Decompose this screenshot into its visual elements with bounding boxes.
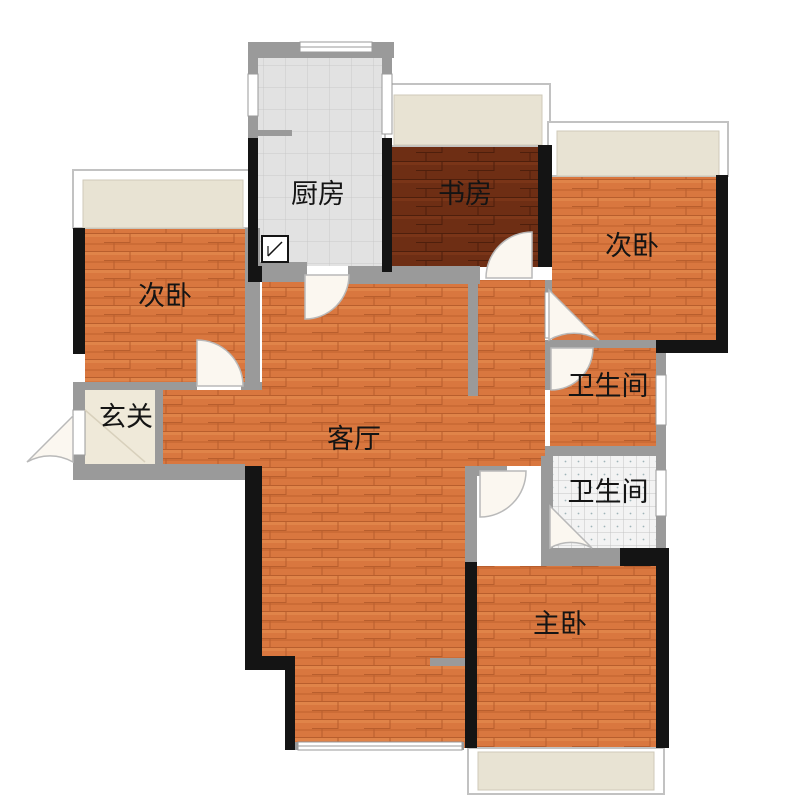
entry-floor <box>85 390 163 464</box>
door-bath-upper <box>550 347 594 391</box>
doors <box>26 231 600 550</box>
door-left-bedroom <box>196 339 244 387</box>
exterior-walls <box>73 138 728 750</box>
balconies <box>72 83 729 795</box>
bedroom-right-floor <box>552 175 716 340</box>
label-bath-lower: 卫生间 <box>568 477 649 508</box>
label-entry: 玄关 <box>99 402 153 433</box>
room-labels: 厨房 书房 次卧 次卧 玄关 客厅 卫生间 卫生间 主卧 <box>99 179 659 640</box>
label-bedroom-left: 次卧 <box>138 281 192 312</box>
door-entry <box>26 414 74 464</box>
kitchen-fixture-icon <box>261 235 289 263</box>
door-right-bedroom <box>548 288 600 342</box>
master-floor <box>477 566 656 748</box>
door-kitchen <box>304 274 350 320</box>
door-bath-lower <box>549 504 593 550</box>
label-master: 主卧 <box>533 609 587 640</box>
label-living: 客厅 <box>327 424 381 455</box>
label-bedroom-right: 次卧 <box>605 231 659 262</box>
door-master <box>479 470 527 518</box>
floors <box>85 58 716 748</box>
label-bath-upper: 卫生间 <box>568 371 649 402</box>
door-study <box>485 231 533 279</box>
living-floor <box>163 280 545 748</box>
label-study: 书房 <box>438 179 492 210</box>
kitchen-floor <box>258 58 382 266</box>
label-kitchen: 厨房 <box>291 179 345 210</box>
